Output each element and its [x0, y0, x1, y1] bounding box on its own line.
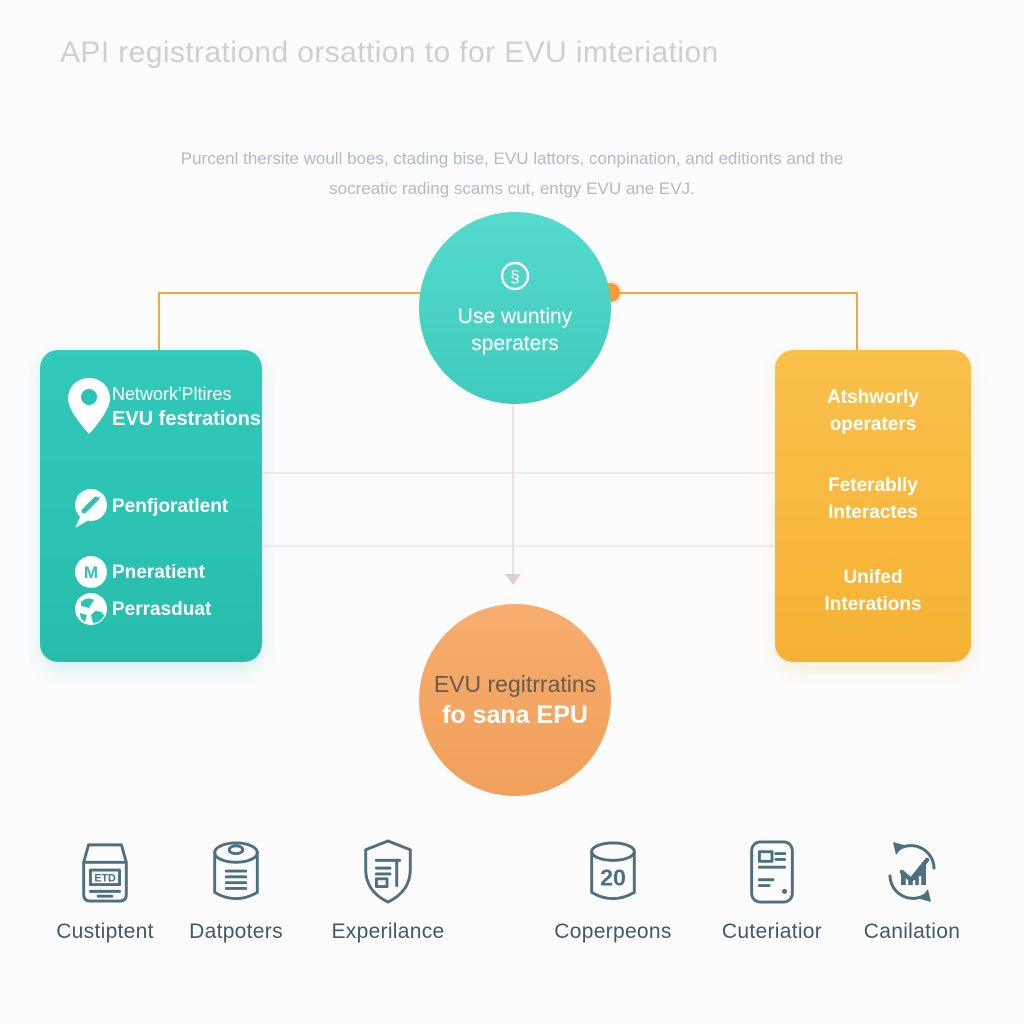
- right-box-item1-line1: Atshworly: [827, 387, 919, 408]
- page-title: API registrationd orsattion to for EVU i…: [60, 36, 719, 69]
- left-box-item2-label: Penfjoratlent: [112, 496, 229, 517]
- shield-document-icon: [364, 839, 412, 904]
- database-jar-icon: [213, 841, 259, 901]
- letter-m-circle-icon: M: [75, 556, 107, 588]
- orange-connector-right-drop: [856, 292, 858, 352]
- location-pin-icon: [68, 378, 110, 434]
- left-box-item1-line2: EVU festrations: [112, 408, 261, 430]
- gray-connector-line-1: [262, 472, 775, 474]
- down-arrow-icon: [505, 574, 521, 585]
- right-box-item2-line1: Feterablly: [828, 475, 918, 496]
- svg-text:ETD: ETD: [94, 873, 116, 885]
- bottom-circle-line-1: EVU regitrratins: [433, 671, 597, 697]
- package-etd-icon: ETD: [82, 843, 128, 903]
- page-subtitle: Purcenl thersite woull boes, ctading bis…: [0, 144, 1024, 204]
- svg-text:M: M: [84, 563, 98, 582]
- gray-connector-vertical: [512, 406, 514, 574]
- bottom-item-4: 20 Coperpeons: [533, 836, 693, 944]
- right-box-item2: Feterablly Interactes: [775, 472, 971, 526]
- orange-connector-left-drop: [158, 292, 160, 352]
- left-box-item3-label: Pneratient: [112, 562, 205, 583]
- right-box-item2-line2: Interactes: [828, 502, 918, 523]
- right-box-item1: Atshworly operaters: [775, 384, 971, 438]
- chat-pencil-icon: [75, 489, 107, 528]
- bottom-circle-line-2: fo sana EPU: [442, 701, 588, 729]
- gray-connector-line-2: [262, 545, 775, 547]
- bottom-item-1-label: Custiptent: [56, 920, 154, 943]
- panel-left-teal: Network'Pltires EVU festrations Penfjora…: [40, 350, 262, 662]
- bottom-item-2: Datpoters: [156, 836, 316, 944]
- globe-icon: [75, 593, 107, 625]
- subtitle-line-2: socreatic rading scams cut, entgy EVU an…: [329, 179, 695, 198]
- bottom-item-1: ETD Custiptent: [25, 836, 185, 944]
- left-box-item4-label: Perrasduat: [112, 599, 212, 620]
- right-box-item3: Unifed Interations: [775, 564, 971, 618]
- subtitle-line-1: Purcenl thersite woull boes, ctading bis…: [180, 149, 844, 168]
- svg-text:20: 20: [600, 865, 626, 891]
- node-bottom-circle: EVU regitrratins fo sana EPU: [419, 604, 611, 796]
- sync-chart-icon: [888, 842, 936, 902]
- section-sign-circle-icon: §: [500, 261, 530, 291]
- bottom-item-3-label: Experilance: [331, 920, 445, 943]
- left-box-item1-line1: Network'Pltires: [112, 384, 232, 404]
- bottom-item-2-label: Datpoters: [189, 920, 283, 943]
- top-circle-line-2: speraters: [471, 332, 559, 355]
- bottom-item-4-label: Coperpeons: [554, 920, 672, 943]
- document-layout-icon: [750, 840, 794, 904]
- right-box-item3-line1: Unifed: [843, 567, 903, 588]
- right-box-item1-line2: operaters: [829, 414, 917, 435]
- bottom-item-5: Cuteriatior: [692, 836, 852, 944]
- svg-text:§: §: [510, 267, 519, 286]
- bottom-item-6-label: Canilation: [863, 920, 961, 943]
- bottom-item-3: Experilance: [308, 836, 468, 944]
- bottom-item-6: Canilation: [832, 836, 992, 944]
- top-circle-line-1: Use wuntiny: [457, 305, 573, 328]
- right-box-item3-line2: Interations: [824, 594, 922, 615]
- bottom-item-5-label: Cuteriatior: [721, 920, 823, 943]
- database-20-icon: 20: [590, 841, 636, 901]
- node-top-circle: § Use wuntiny speraters: [419, 212, 611, 404]
- panel-right-yellow: Atshworly operaters Feterablly Interacte…: [775, 350, 971, 662]
